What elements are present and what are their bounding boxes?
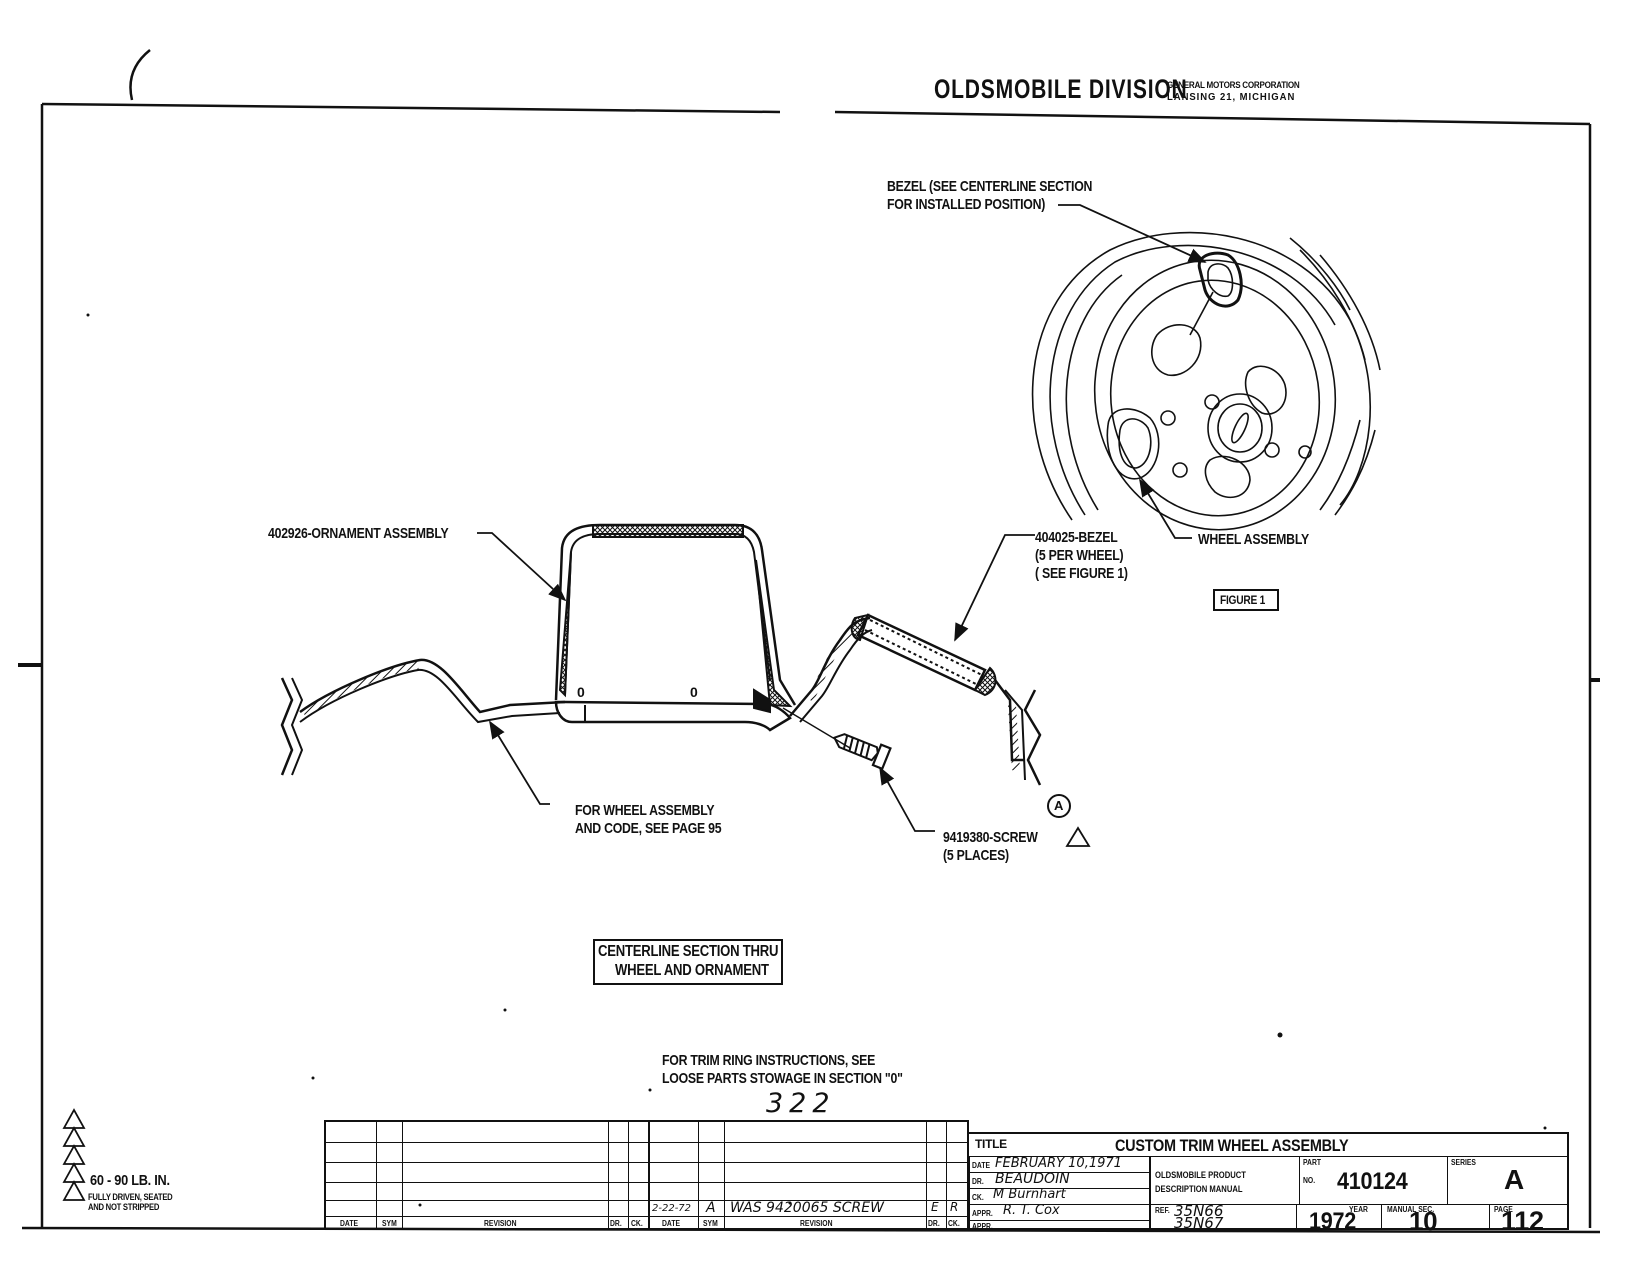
rev-header-dr-2: DR. <box>928 1219 940 1228</box>
section-title-line-1: CENTERLINE SECTION THRU <box>598 943 779 960</box>
series-value: A <box>1504 1164 1524 1195</box>
ref-label: REF. <box>1155 1206 1170 1215</box>
screw-callout-line-1: 9419380-SCREW <box>943 829 1038 846</box>
centerline-section-drawing <box>280 523 1091 847</box>
rev-header-date-2: DATE <box>662 1219 681 1228</box>
date-label: DATE <box>972 1161 991 1170</box>
ref-model-1: 35N66 <box>1174 1202 1224 1220</box>
leader-lines <box>477 204 1207 832</box>
bezel-part-callout-line-2: (5 PER WHEEL) <box>1035 547 1124 564</box>
bezel-part-callout-line-1: 404025-BEZEL <box>1035 529 1118 546</box>
drawing-border <box>18 49 1601 1234</box>
rev-header-revision-2: REVISION <box>800 1219 833 1228</box>
rev-entry-text: WAS 9420065 SCREW <box>730 1200 884 1216</box>
manual-line-1: OLDSMOBILE PRODUCT <box>1155 1170 1246 1180</box>
scan-specks <box>86 313 1547 1207</box>
appr2-label: APPR. <box>972 1222 993 1231</box>
manual-sec-value: 10 <box>1409 1206 1438 1236</box>
torque-note: 60 - 90 LB. IN. <box>90 1172 170 1189</box>
wheel-code-callout-line-1: FOR WHEEL ASSEMBLY <box>575 802 715 819</box>
ornament-assembly-callout: 402926-ORNAMENT ASSEMBLY <box>268 525 449 542</box>
rev-entry-ck: R <box>950 1200 959 1214</box>
drawing-date: FEBRUARY 10,1971 <box>995 1156 1122 1171</box>
manual-sec-label: MANUAL SEC. <box>1387 1205 1435 1214</box>
part-number: 410124 <box>1337 1168 1408 1195</box>
page-label: PAGE <box>1494 1205 1513 1214</box>
manual-line-2: DESCRIPTION MANUAL <box>1155 1184 1243 1194</box>
rev-header-ck: CK. <box>631 1219 643 1228</box>
dr-label: DR. <box>972 1177 984 1186</box>
corp-line-2: LANSING 21, MICHIGAN <box>1167 92 1296 103</box>
rev-entry-dr: E <box>931 1200 939 1214</box>
wheel-assembly-callout: WHEEL ASSEMBLY <box>1198 531 1309 548</box>
bezel-part-callout-line-3: ( SEE FIGURE 1) <box>1035 565 1128 582</box>
torque-note-line-2: FULLY DRIVEN, SEATED <box>88 1192 173 1202</box>
appr-label: APPR. <box>972 1209 993 1218</box>
year-value: 1972 <box>1309 1208 1356 1235</box>
rev-entry-sym: A <box>706 1200 716 1216</box>
ornament-zero-right: 0 <box>690 684 698 700</box>
title-block: TITLE CUSTOM TRIM WHEEL ASSEMBLY DATE FE… <box>969 1132 1569 1236</box>
section-title-line-2: WHEEL AND ORNAMENT <box>615 962 769 979</box>
revision-a-marker: A <box>1054 798 1064 813</box>
series-label: SERIES <box>1451 1158 1476 1167</box>
page-value: 112 <box>1501 1206 1544 1236</box>
handwritten-page-number: 322 <box>766 1088 836 1119</box>
rev-entry-date: 2-22-72 <box>652 1203 692 1214</box>
wheel-code-callout-line-2: AND CODE, SEE PAGE 95 <box>575 820 722 837</box>
figure-1-label: FIGURE 1 <box>1220 593 1266 607</box>
part-no-label: NO. <box>1303 1176 1316 1185</box>
label-frames <box>593 589 1279 985</box>
ornament-zero-left: 0 <box>577 684 585 700</box>
torque-note-line-3: AND NOT STRIPPED <box>88 1202 160 1212</box>
part-label: PART <box>1303 1158 1322 1167</box>
wheel-assembly-figure <box>1031 231 1381 531</box>
rev-header-sym: SYM <box>382 1219 397 1228</box>
trim-ring-note-line-2: LOOSE PARTS STOWAGE IN SECTION "0" <box>662 1070 903 1087</box>
ref-model-2: 35N67 <box>1174 1214 1224 1232</box>
checker-signature: M Burnhart <box>993 1187 1066 1202</box>
ck-label: CK. <box>972 1193 984 1202</box>
corp-line-1: GENERAL MOTORS CORPORATION <box>1167 80 1300 90</box>
division-title: OLDSMOBILE DIVISION <box>934 74 1188 104</box>
approver-signature: R. T. Cox <box>1003 1203 1060 1218</box>
screw-callout-line-2: (5 PLACES) <box>943 847 1009 864</box>
trim-ring-note-line-1: FOR TRIM RING INSTRUCTIONS, SEE <box>662 1052 876 1069</box>
revision-triangle-stack <box>62 1108 86 1201</box>
rev-header-sym-2: SYM <box>703 1219 718 1228</box>
rev-header-dr: DR. <box>610 1219 622 1228</box>
bezel-callout-line-1: BEZEL (SEE CENTERLINE SECTION <box>887 178 1093 195</box>
title-label: TITLE <box>975 1137 1007 1151</box>
rev-header-revision: REVISION <box>484 1219 517 1228</box>
bezel-callout-line-2: FOR INSTALLED POSITION) <box>887 196 1046 213</box>
rev-header-date: DATE <box>340 1219 359 1228</box>
revision-block: DATE SYM REVISION DR. CK. DATE SYM REVIS… <box>324 1120 969 1230</box>
drafter-name: BEAUDOIN <box>995 1171 1070 1187</box>
drawing-title: CUSTOM TRIM WHEEL ASSEMBLY <box>1115 1136 1349 1155</box>
year-label: YEAR <box>1349 1205 1368 1214</box>
rev-header-ck-2: CK. <box>948 1219 960 1228</box>
